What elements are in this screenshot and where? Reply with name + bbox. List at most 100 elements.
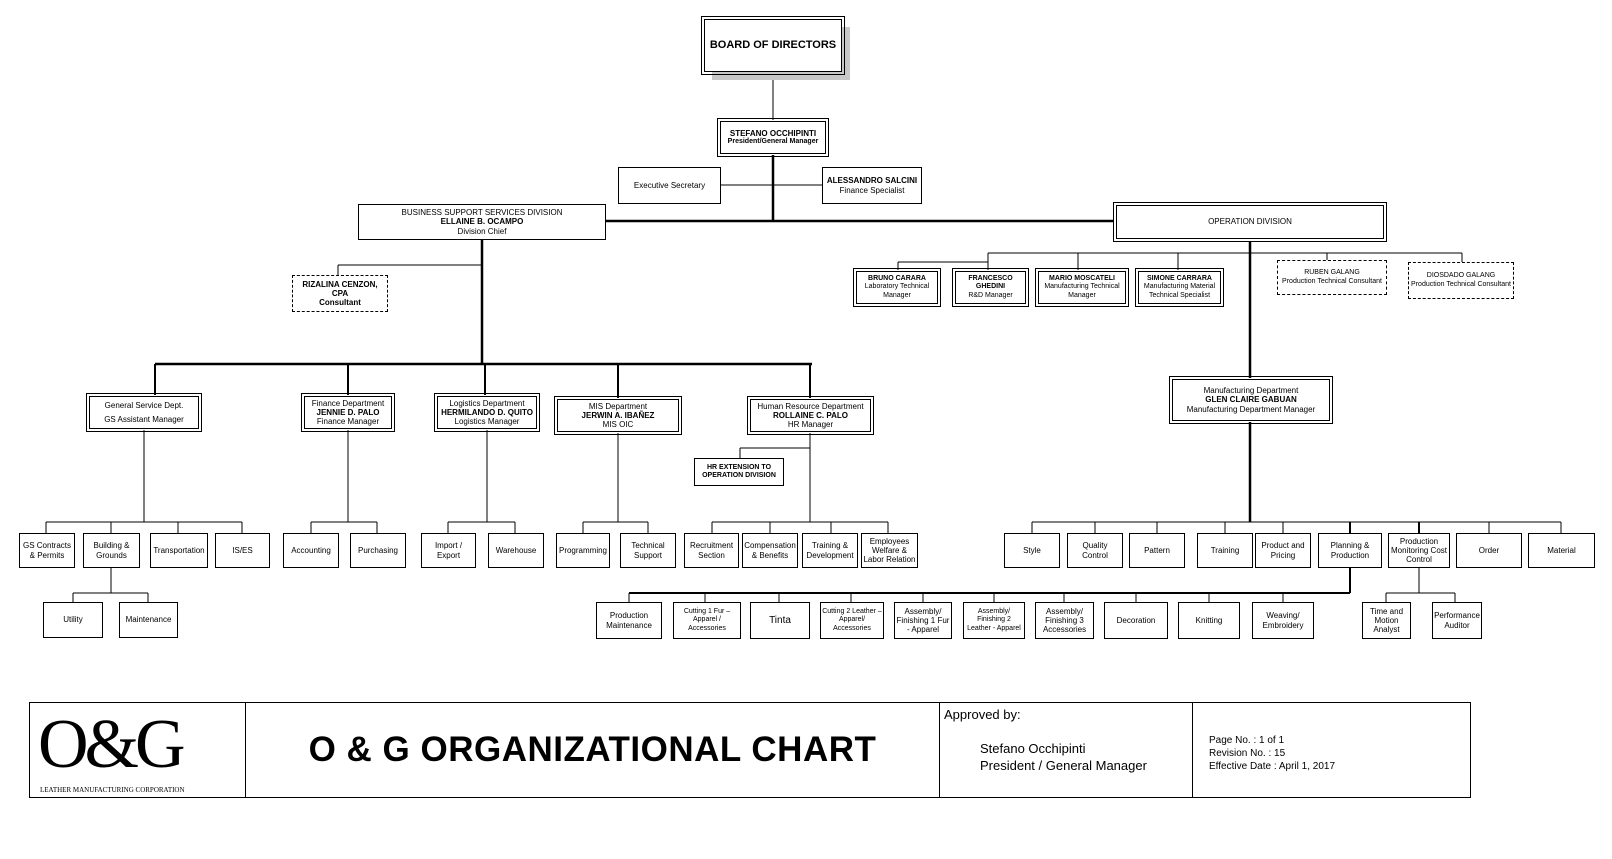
- unit-box: Building & Grounds: [83, 533, 140, 568]
- unit-box: Time and Motion Analyst: [1362, 602, 1411, 639]
- bss-division-label: BUSINESS SUPPORT SERVICES DIVISION: [401, 208, 563, 218]
- unit-box: Training & Development: [802, 533, 858, 568]
- unit-label: Assembly/ Finishing 3 Accessories: [1042, 606, 1087, 635]
- dept-label: Manufacturing Department: [1203, 386, 1299, 396]
- dept-head-name: HERMILANDO D. QUITO: [441, 407, 533, 417]
- general-service-dept-box: General Service Dept. GS Assistant Manag…: [86, 393, 202, 432]
- dept-title: Logistics Manager: [454, 417, 520, 427]
- unit-box: Weaving/ Embroidery: [1252, 602, 1314, 639]
- ops-consultant-box: DIOSDADO GALANG Production Technical Con…: [1408, 262, 1514, 299]
- unit-label: Pattern: [1144, 545, 1170, 555]
- ops-staff-box: MARIO MOSCATELI Manufacturing Technical …: [1035, 268, 1129, 307]
- unit-label: IS/ES: [232, 545, 253, 555]
- unit-label: Recruitment Section: [689, 541, 734, 560]
- unit-box: Utility: [43, 602, 103, 638]
- unit-box: Production Monitoring Cost Control: [1388, 533, 1450, 568]
- dept-title: GS Assistant Manager: [104, 415, 184, 424]
- unit-box: Accounting: [283, 533, 339, 568]
- bss-consultant-box: RIZALINA CENZON, CPA Consultant: [292, 275, 388, 312]
- unit-box: Cutting 1 Fur – Apparel / Accessories: [673, 602, 741, 639]
- unit-box: Cutting 2 Leather – Apparel/ Accessories: [820, 602, 884, 639]
- ops-staff-box: SIMONE CARRARA Manufacturing Material Te…: [1135, 268, 1224, 307]
- unit-label: Transportation: [153, 545, 205, 555]
- unit-label: Time and Motion Analyst: [1369, 606, 1404, 635]
- dept-label: Finance Department: [311, 398, 385, 408]
- dept-label: General Service Dept.: [104, 400, 184, 410]
- unit-label: Accounting: [291, 545, 331, 555]
- dept-head-name: GLEN CLAIRE GABUAN: [1205, 395, 1297, 405]
- unit-box: IS/ES: [215, 533, 270, 568]
- executive-secretary-label: Executive Secretary: [633, 180, 706, 190]
- bss-chief-title: Division Chief: [457, 226, 507, 236]
- ops-staff-box: FRANCESCO GHEDINI R&D Manager: [952, 268, 1029, 307]
- board-label: BOARD OF DIRECTORS: [709, 39, 837, 52]
- unit-label: Programming: [558, 545, 607, 555]
- unit-label: Weaving/ Embroidery: [1262, 611, 1304, 630]
- unit-box: Technical Support: [620, 533, 676, 568]
- ops-consultant-box: RUBEN GALANG Production Technical Consul…: [1277, 260, 1387, 295]
- hr-extension-box: HR EXTENSION TO OPERATION DIVISION: [694, 458, 784, 486]
- unit-box: Order: [1456, 533, 1522, 568]
- ops-staff-name: FRANCESCO GHEDINI: [968, 275, 1013, 291]
- unit-box: Product and Pricing: [1255, 533, 1311, 568]
- approval-cell: Approved by: Stefano Occhipinti Presiden…: [940, 703, 1193, 797]
- unit-label: Product and Pricing: [1261, 541, 1305, 560]
- unit-box: GS Contracts & Permits: [19, 533, 75, 568]
- dept-label: Logistics Department: [449, 398, 525, 408]
- ops-staff-title: Manufacturing Material Technical Special…: [1143, 283, 1216, 299]
- approved-by-label: Approved by:: [944, 707, 1021, 722]
- logo-subtext: LEATHER MANUFACTURING CORPORATION: [40, 786, 185, 794]
- unit-box: Programming: [556, 533, 610, 568]
- unit-box: Purchasing: [350, 533, 406, 568]
- operation-division-label: OPERATION DIVISION: [1208, 217, 1292, 227]
- company-logo: O&G LEATHER MANUFACTURING CORPORATION: [30, 703, 246, 797]
- bss-consultant-title: Consultant: [319, 298, 361, 308]
- unit-box: Knitting: [1178, 602, 1240, 639]
- president-title: President/General Manager: [727, 138, 819, 146]
- dept-title: HR Manager: [787, 420, 834, 430]
- chart-title-cell: O & G ORGANIZATIONAL CHART: [246, 703, 940, 797]
- president-name: STEFANO OCCHIPINTI: [729, 128, 817, 138]
- unit-box: Warehouse: [488, 533, 544, 568]
- logistics-dept-box: Logistics Department HERMILANDO D. QUITO…: [434, 393, 540, 432]
- dept-title: MIS OIC: [602, 420, 634, 430]
- unit-box: Recruitment Section: [684, 533, 739, 568]
- logo-mark: O&G: [38, 706, 186, 783]
- document-info-cell: Page No. : 1 of 1 Revision No. : 15 Effe…: [1193, 703, 1470, 797]
- unit-label: Quality Control: [1082, 541, 1108, 560]
- unit-label: Knitting: [1195, 615, 1223, 625]
- finance-dept-box: Finance Department JENNIE D. PALO Financ…: [301, 393, 395, 432]
- bss-division-box: BUSINESS SUPPORT SERVICES DIVISION ELLAI…: [358, 204, 606, 240]
- dept-label: Human Resource Department: [757, 401, 864, 411]
- unit-box: Import / Export: [421, 533, 476, 568]
- unit-label: Assembly/ Finishing 1 Fur - Apparel: [896, 606, 950, 635]
- unit-label: Decoration: [1116, 615, 1156, 625]
- unit-box: Compensation & Benefits: [742, 533, 798, 568]
- mis-dept-box: MIS Department JERWIN A. IBAÑEZ MIS OIC: [554, 396, 682, 435]
- unit-label: Planning & Production: [1330, 541, 1370, 560]
- ops-consultant-title: Production Technical Consultant: [1282, 277, 1382, 285]
- ops-consultant-name: DIOSDADO GALANG: [1426, 272, 1496, 280]
- bss-chief-name: ELLAINE B. OCAMPO: [440, 217, 524, 227]
- unit-label: Material: [1547, 545, 1576, 555]
- hr-extension-label: HR EXTENSION TO OPERATION DIVISION: [702, 463, 776, 479]
- unit-label: Assembly/ Finishing 2 Leather - Apparel: [967, 608, 1021, 632]
- finance-specialist-title: Finance Specialist: [839, 185, 905, 195]
- unit-label: Training & Development: [806, 541, 854, 560]
- unit-label: Purchasing: [357, 545, 399, 555]
- approver-name: Stefano Occhipinti: [980, 741, 1086, 756]
- dept-head-name: ROLLAINE C. PALO: [773, 410, 848, 420]
- effective-date: Effective Date : April 1, 2017: [1209, 761, 1336, 772]
- ops-consultant-title: Production Technical Consultant: [1411, 280, 1511, 288]
- unit-box: Style: [1004, 533, 1060, 568]
- dept-head-name: JERWIN A. IBAÑEZ: [581, 410, 655, 420]
- chart-title: O & G ORGANIZATIONAL CHART: [308, 730, 877, 769]
- manufacturing-dept-box: Manufacturing Department GLEN CLAIRE GAB…: [1169, 376, 1333, 424]
- dept-head-name: JENNIE D. PALO: [316, 407, 380, 417]
- unit-box: Training: [1197, 533, 1253, 568]
- unit-label: Utility: [63, 615, 83, 625]
- unit-label: Building & Grounds: [93, 541, 130, 560]
- unit-box: Decoration: [1104, 602, 1168, 639]
- unit-box: Planning & Production: [1318, 533, 1382, 568]
- unit-label: Maintenance: [125, 615, 172, 625]
